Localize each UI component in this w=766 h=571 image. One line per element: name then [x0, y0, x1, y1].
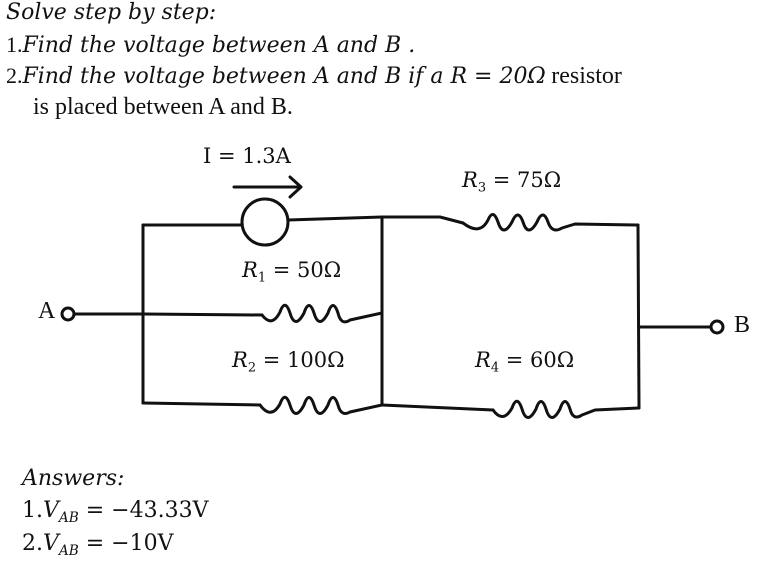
r2-symbol: R	[232, 348, 248, 372]
r3-label: R3 = 75Ω	[462, 168, 562, 195]
question-1-number: 1.	[6, 32, 23, 57]
answer-1-value: = −43.33V	[78, 498, 209, 523]
node-b-label: B	[734, 312, 751, 338]
answer-1: 1.VAB = −43.33V	[22, 498, 209, 526]
answer-2-subscript: AB	[58, 542, 79, 559]
r4-resistor-icon	[491, 399, 641, 419]
r3-wire	[380, 215, 465, 225]
title: Solve step by step:	[6, 0, 217, 25]
right-rail-wire	[636, 223, 641, 410]
r4-wire	[380, 403, 495, 412]
r4-value: = 60Ω	[499, 348, 575, 372]
r4-symbol: R	[475, 348, 491, 372]
node-a-label: A	[38, 298, 56, 324]
r2-label: R2 = 100Ω	[232, 348, 345, 375]
r1-symbol: R	[242, 258, 258, 282]
node-b-terminal-icon	[709, 319, 725, 335]
current-label-text: I = 1.3A	[203, 144, 291, 168]
answer-1-number: 1.	[22, 498, 43, 523]
answer-2-symbol: V	[43, 531, 59, 556]
answers-title: Answers:	[22, 466, 125, 491]
r3-subscript: 3	[477, 180, 487, 196]
r4-label: R4 = 60Ω	[475, 348, 575, 375]
question-1: 1.Find the voltage between A and B .	[6, 32, 415, 58]
current-source-icon	[240, 197, 290, 247]
answer-1-subscript: AB	[58, 509, 79, 526]
node-a-terminal-icon	[60, 306, 76, 322]
answer-2-value: = −10V	[78, 531, 174, 556]
r3-value: = 75Ω	[486, 168, 562, 192]
r1-value: = 50Ω	[266, 258, 342, 282]
r3-symbol: R	[462, 168, 478, 192]
question-2: 2.Find the voltage between A and B if a …	[6, 63, 622, 90]
r2-subscript: 2	[247, 360, 257, 376]
r2-wire	[141, 401, 262, 407]
r2-value: = 100Ω	[256, 348, 345, 372]
question-2-suffix: resistor	[551, 63, 622, 89]
r3-resistor-icon	[461, 213, 640, 232]
question-2-line-2: is placed between A and B.	[33, 94, 293, 120]
r1-wire	[141, 312, 264, 317]
r1-resistor-icon	[260, 303, 384, 324]
r2-resistor-icon	[258, 395, 384, 415]
r1-subscript: 1	[257, 270, 267, 286]
answer-1-symbol: V	[43, 498, 59, 523]
r1-label: R1 = 50Ω	[242, 258, 342, 285]
question-1-text: Find the voltage between A and B .	[22, 33, 416, 58]
current-arrow-icon	[232, 175, 303, 199]
r4-subscript: 4	[490, 360, 500, 376]
current-label: I = 1.3A	[203, 144, 291, 168]
answer-2: 2.VAB = −10V	[22, 531, 174, 559]
question-2-text: Find the voltage between A and B if a R …	[22, 64, 546, 89]
question-2-number: 2.	[6, 63, 23, 88]
answer-2-number: 2.	[22, 531, 43, 556]
top-middle-wire	[286, 215, 384, 222]
